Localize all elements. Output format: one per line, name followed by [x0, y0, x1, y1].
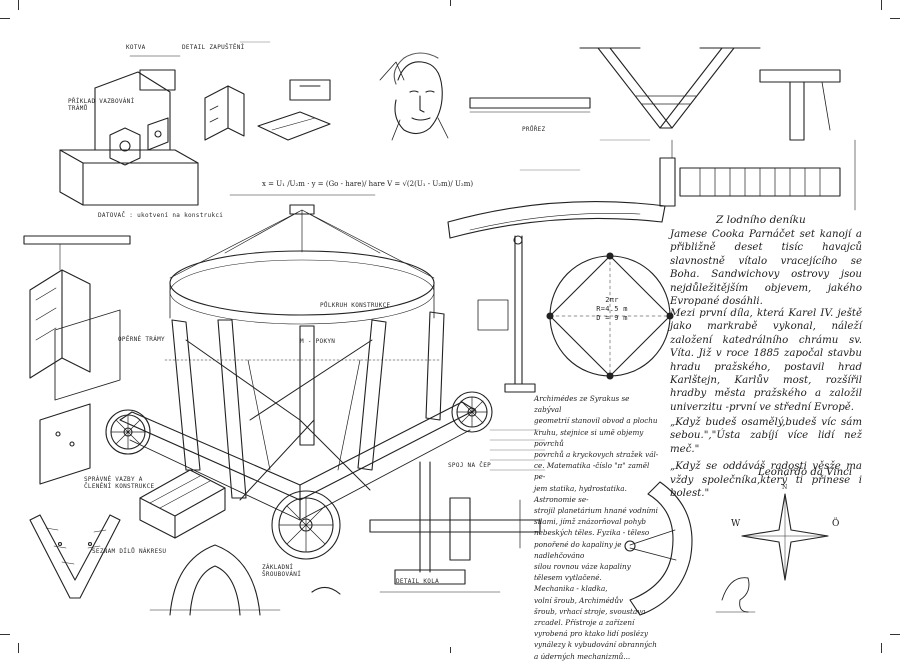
- archimedes-note-line: volní šroub, Archimédův: [534, 595, 624, 605]
- crop-mark: [0, 634, 10, 635]
- v-bracket: [29, 514, 121, 599]
- archimedes-note-line: strojil planetárium hnané vodními: [534, 506, 658, 516]
- handwritten-label: DATOVAČ : ukotvení na konstrukci: [98, 212, 224, 219]
- archimedes-note-line: Mechanika - kladka,: [534, 584, 608, 594]
- crop-mark: [450, 647, 451, 653]
- compass-north: N: [782, 484, 788, 491]
- handwritten-label: PŮLKRUH KONSTRUKCE: [320, 302, 391, 309]
- formula: x = U₁ /U₂m · y = (Go - hare)/ hare V = …: [262, 180, 474, 188]
- compass-east: Ö: [832, 519, 840, 529]
- archimedes-note-line: silami, jímž znázorňoval pohyb: [534, 517, 647, 527]
- archimedes-note-line: vynálezy k vybudování obranných: [534, 640, 657, 650]
- handwritten-label: M - POKYN: [300, 338, 336, 345]
- archimedes-note-line: kruhu, stejnice si umě objemy povrchů: [534, 427, 644, 448]
- handwritten-label: ZÁKLADNÍ ŠROUBOVÁNÍ: [262, 564, 302, 578]
- stair-block: [139, 469, 226, 539]
- pulley-mechanism: [369, 461, 541, 593]
- archimedes-note-line: povrchů a kryckovych stražek vál-: [534, 450, 659, 460]
- history-body: Mezi první díla, která Karel IV. ještě j…: [670, 308, 862, 413]
- face-sketch: [379, 52, 449, 141]
- crop-mark: [881, 643, 882, 653]
- quote-author: Leonardo da Vinci: [758, 467, 853, 478]
- archimedes-note-line: šroub, vrhací stroje, svoustava: [534, 606, 646, 616]
- quote-line: „Když se oddáváš radosti věsže ma vždy s…: [670, 461, 862, 500]
- archimedes-note-line: silou rovnou váze kapaliny: [534, 562, 631, 572]
- compass-west: W: [731, 519, 741, 529]
- circle-label-line: R=4.5 m: [596, 305, 628, 313]
- archimedes-note-line: Archimédes ze Syrakus se zabýval: [534, 394, 630, 415]
- crop-mark: [18, 643, 19, 653]
- archimedes-note-line: a úderných mechanizmů...: [534, 651, 631, 661]
- curved-plank: [447, 201, 666, 239]
- siege-machine: [105, 194, 493, 560]
- beam-joint-detail: [59, 55, 199, 206]
- archimedes-note-line: zrcadel. Přístroje a zařízení: [534, 618, 635, 628]
- quote-block: „Když budeš osamělý,budeš víc sám sebou.…: [670, 416, 862, 500]
- crop-mark: [881, 0, 882, 10]
- crescent-sketch: [311, 586, 341, 595]
- crop-mark: [18, 0, 19, 10]
- compass-star: [741, 493, 829, 581]
- handwritten-label: SEZNAM DÍLŮ NÁKRESU: [92, 548, 167, 555]
- archimedes-note-line: jem statika, hydrostatika. Astronomie se…: [534, 483, 627, 504]
- hatching: [239, 41, 651, 471]
- threaded-rod: [659, 139, 856, 211]
- archimedes-note-line: geometrií stanovil obvod a plochu: [534, 416, 658, 426]
- handwritten-label: PRŮŘEZ: [522, 126, 546, 133]
- circle-diagram: [546, 252, 674, 380]
- archimedes-note-line: tělesem vytlačené.: [534, 573, 602, 583]
- journal-body: Jamese Cooka Parnáčet set kanojí a přibl…: [670, 229, 862, 308]
- handwritten-label: PŘÍKLAD VAZBOVÁNÍ TRÁMŮ: [68, 98, 135, 112]
- circle-label-line: 2πr: [605, 296, 619, 304]
- wheel-segment: [624, 481, 693, 616]
- crop-mark: [0, 18, 10, 19]
- archimedes-note-line: vyrobená pro ktako lidí poslézy: [534, 629, 648, 639]
- handwritten-label: KOTVA: [126, 44, 146, 51]
- crop-mark: [450, 0, 451, 6]
- archimedes-note-line: nebeských těles. Fyzika - těleso: [534, 528, 650, 538]
- gothic-arch: [149, 544, 281, 616]
- quote-line: „Když budeš osamělý,budeš víc sám sebou.…: [670, 417, 862, 455]
- crop-mark: [890, 634, 900, 635]
- left-details: [23, 235, 131, 485]
- handwritten-label: DETAIL KOLA: [396, 578, 440, 585]
- handwritten-label: SPRÁVNÉ VAZBY A ČLENĚNÍ KONSTRUKCE: [84, 476, 155, 490]
- circle-label-line: D = 9 m: [596, 314, 628, 322]
- journal-title: Z lodního deníku: [716, 214, 806, 226]
- handwritten-label: DETAIL ZAPUŠTĚNÍ: [182, 44, 245, 51]
- support-pole: [477, 235, 536, 393]
- handwritten-label: SPOJ NA ČEP: [448, 462, 492, 469]
- crop-mark: [890, 18, 900, 19]
- roof-truss: [469, 47, 841, 141]
- dragon-sketch: [715, 577, 756, 613]
- archimedes-note-line: ponořené do kapaliny je nadlehčováno: [534, 539, 622, 560]
- archimedes-note-line: ce. Matematika -číslo "π" zaměl pe-: [534, 461, 650, 482]
- bracket-details: [204, 79, 331, 141]
- circle-label: 2πr R=4.5 m D = 9 m: [592, 296, 632, 323]
- handwritten-label: OPĚRNÉ TRÁMY: [118, 336, 165, 343]
